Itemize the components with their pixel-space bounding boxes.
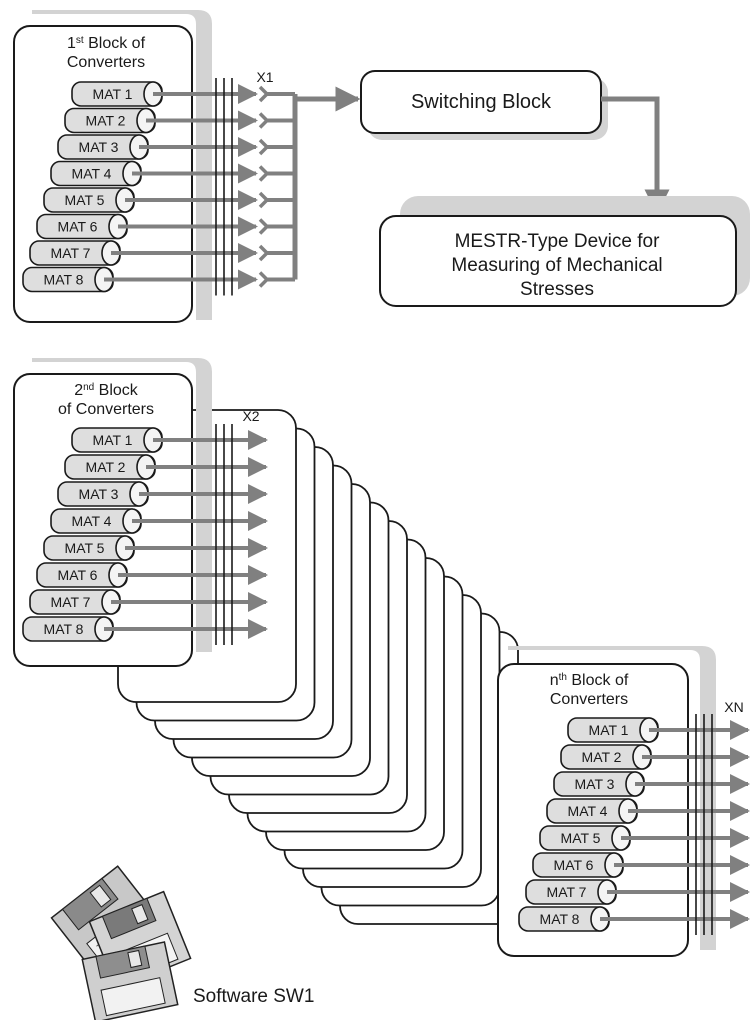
- block-2-title-line-2: of Converters: [58, 401, 154, 418]
- block-n-connector-xn: [600, 714, 750, 935]
- mat-label: MAT 1: [93, 432, 133, 448]
- mat-label: MAT 5: [65, 192, 105, 208]
- mestr-device-line-1: MESTR-Type Device for: [455, 231, 660, 252]
- mat-label: MAT 1: [93, 86, 133, 102]
- software-label: Software SW1: [193, 986, 314, 1007]
- mat-converter: MAT 4: [50, 508, 142, 534]
- mat-converter: MAT 3: [57, 481, 149, 507]
- switching-block-box: [360, 70, 602, 134]
- mat-label: MAT 7: [547, 884, 587, 900]
- mat-converter: MAT 1: [567, 717, 659, 743]
- mat-converter: MAT 7: [525, 879, 617, 905]
- mat-converter: MAT 3: [553, 771, 645, 797]
- mat-label: MAT 4: [72, 166, 112, 182]
- switching-block-label: Switching Block: [411, 91, 552, 113]
- connector-pin: [258, 138, 270, 156]
- mat-label: MAT 6: [58, 567, 98, 583]
- mat-converter: MAT 8: [22, 266, 114, 293]
- block-2-title-line-1: 2nd Block: [74, 382, 139, 400]
- switching-block: Switching Block: [360, 70, 608, 140]
- connector-label-x1: X1: [256, 69, 273, 85]
- connector-pin: [258, 85, 270, 103]
- connector-pin: [258, 191, 270, 209]
- mat-converter: MAT 5: [43, 187, 135, 213]
- mat-converter: MAT 3: [57, 134, 149, 160]
- block-n-title-line-2: Converters: [550, 691, 628, 708]
- mat-label: MAT 8: [540, 911, 580, 927]
- mestr-device-line-3: Stresses: [520, 279, 594, 300]
- mat-converter: MAT 6: [36, 562, 128, 588]
- floppy-disks-icon: [50, 865, 192, 1020]
- mat-converter: MAT 4: [50, 160, 142, 187]
- connector-label-xn: XN: [724, 699, 743, 715]
- mat-label: MAT 8: [44, 272, 84, 288]
- mat-label: MAT 4: [72, 513, 112, 529]
- mat-converter: MAT 5: [539, 825, 631, 851]
- mat-converter: MAT 7: [29, 589, 121, 615]
- mat-converter: MAT 8: [22, 616, 114, 642]
- connector-pin: [258, 112, 270, 129]
- block-1-title-line-2: Converters: [67, 54, 145, 71]
- block-2-mat-stack: MAT 8 MAT 7 MAT 6 MAT 5 MAT 4 MAT 3 MAT 2 MAT 1: [22, 427, 163, 642]
- mat-label: MAT 6: [58, 219, 98, 235]
- block-n: nth Block of Converters MAT 8 MAT 7 MAT 6 M…: [497, 646, 750, 957]
- mat-label: MAT 5: [561, 830, 601, 846]
- block-n-title-line-1: nth Block of: [550, 672, 629, 690]
- arrow-switching-block-to-device: [601, 96, 670, 215]
- block-1-mat-stack: MAT 8 MAT 7 MAT 6 MAT 5 MAT 4 MAT 3 MAT 2 MAT 1: [22, 81, 163, 293]
- mestr-device-box: [379, 215, 737, 307]
- mat-converter: MAT 2: [64, 454, 156, 480]
- mat-converter: MAT 7: [29, 240, 121, 266]
- block-1-connector-x1: [104, 78, 298, 296]
- mat-label: MAT 6: [554, 857, 594, 873]
- block-1-title-line-1: 1st Block of: [67, 35, 146, 53]
- connector-pin: [258, 244, 270, 262]
- mat-converter: MAT 2: [560, 744, 652, 770]
- connector-pin: [258, 218, 270, 235]
- mat-label: MAT 3: [79, 139, 119, 155]
- mat-label: MAT 2: [86, 113, 126, 129]
- mat-label: MAT 5: [65, 540, 105, 556]
- mestr-device-line-2: Measuring of Mechanical: [451, 255, 662, 276]
- mat-converter: MAT 5: [43, 535, 135, 561]
- connector-label-x2: X2: [242, 408, 259, 424]
- mat-converter: MAT 6: [36, 213, 128, 240]
- mat-converter: MAT 1: [71, 427, 163, 453]
- connector-pin: [258, 271, 270, 288]
- connector-pin: [258, 165, 270, 182]
- mat-label: MAT 7: [51, 594, 91, 610]
- mat-converter: MAT 1: [71, 81, 163, 107]
- mat-label: MAT 7: [51, 245, 91, 261]
- mat-label: MAT 8: [44, 621, 84, 637]
- mat-converter: MAT 6: [532, 852, 624, 878]
- mat-converter: MAT 8: [518, 906, 610, 932]
- mat-converter: MAT 2: [64, 107, 156, 134]
- mat-label: MAT 4: [568, 803, 608, 819]
- mat-label: MAT 1: [589, 722, 629, 738]
- mat-label: MAT 3: [575, 776, 615, 792]
- mat-label: MAT 2: [582, 749, 622, 765]
- mat-label: MAT 2: [86, 459, 126, 475]
- mat-label: MAT 3: [79, 486, 119, 502]
- block-2-connector-x2: [104, 424, 268, 645]
- mestr-device: MESTR-Type Device for Measuring of Mecha…: [379, 196, 750, 307]
- mat-converter: MAT 4: [546, 798, 638, 824]
